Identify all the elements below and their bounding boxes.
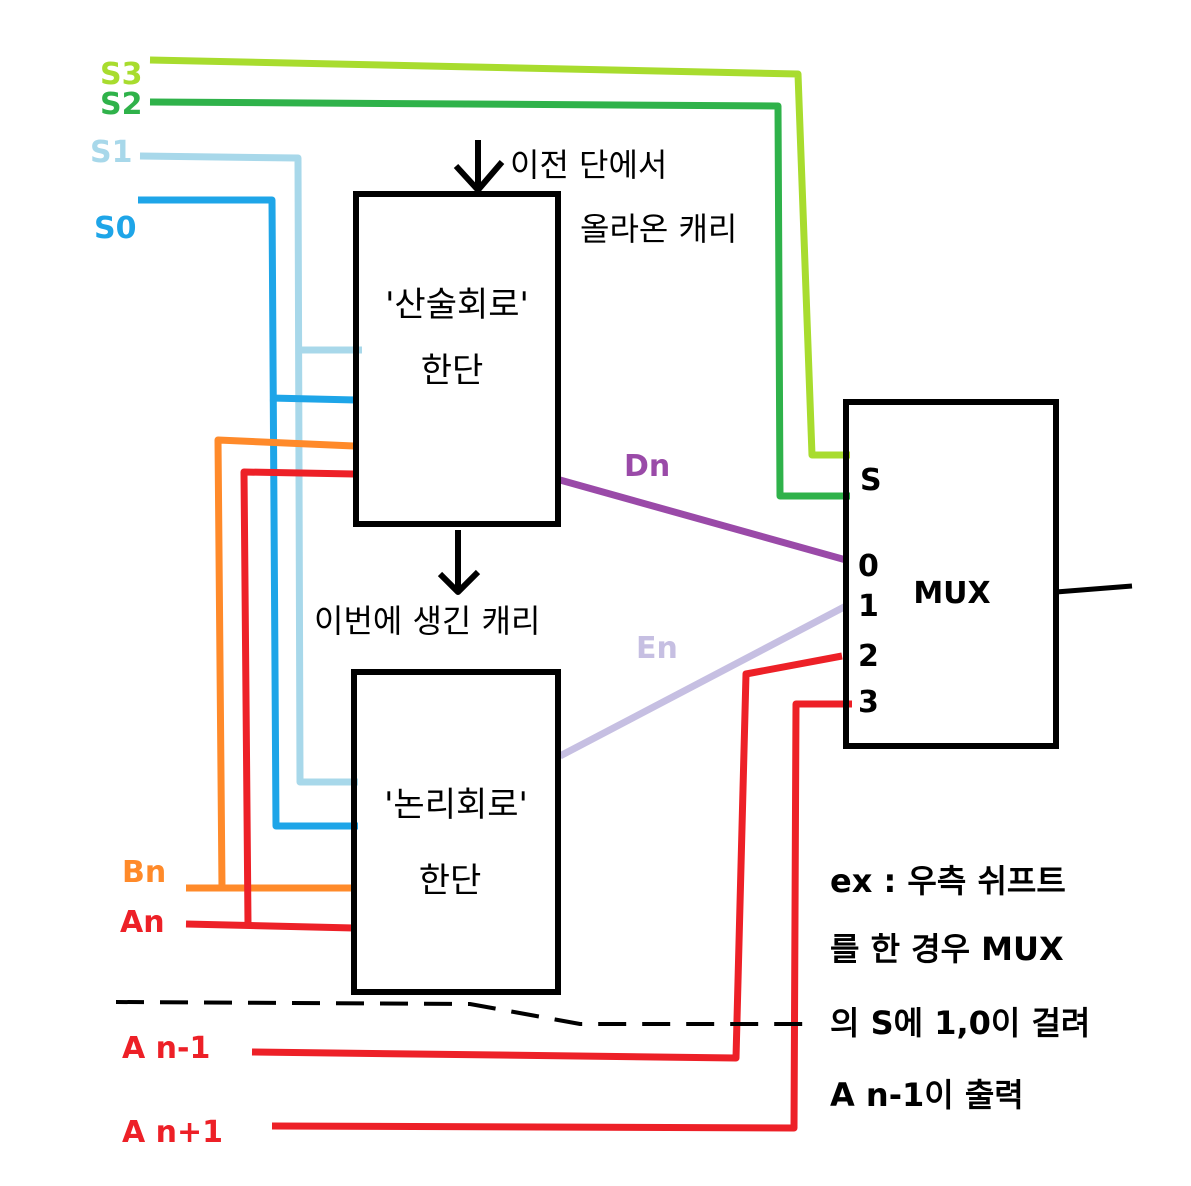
- an-plus1-label: A n+1: [122, 1115, 223, 1150]
- an-wire: [185, 920, 355, 932]
- an-minus1-label: A n-1: [122, 1031, 210, 1066]
- dn-wire: [559, 476, 847, 564]
- logic-block-label-1: '논리회로': [384, 785, 528, 825]
- mux-input-0-label: 0: [858, 549, 879, 584]
- s3-label: S3: [100, 57, 142, 92]
- s0-label: S0: [94, 211, 136, 246]
- arithmetic-circuit-block: [353, 191, 561, 527]
- logic-block-label-2: 한단: [419, 861, 482, 901]
- carry-in-note-2: 올라온 캐리: [580, 210, 737, 248]
- an-minus1-wire: [251, 652, 843, 1062]
- mux-block: [843, 399, 1059, 749]
- en-label: En: [636, 631, 678, 666]
- s1-label: S1: [90, 135, 132, 170]
- carry-out-arrow-icon: [437, 530, 481, 595]
- en-wire: [558, 602, 848, 760]
- s2-label: S2: [100, 87, 142, 122]
- carry-in-note-1: 이전 단에서: [510, 146, 667, 184]
- mux-output-wire: [1055, 583, 1133, 595]
- logic-circuit-block: [351, 669, 561, 995]
- arith-block-label-1: '산술회로': [385, 285, 529, 325]
- an-plus1-wire: [271, 700, 852, 1132]
- example-note-3: 의 S에 1,0이 걸려: [830, 1004, 1090, 1042]
- an-label: An: [120, 905, 165, 940]
- s0-wire: [138, 196, 358, 830]
- example-note-4: A n-1이 출력: [830, 1076, 1024, 1114]
- mux-select-label: S: [860, 463, 882, 498]
- dn-label: Dn: [624, 449, 670, 484]
- bn-branch-wire: [214, 436, 355, 889]
- example-note-1: ex : 우측 쉬프트: [830, 862, 1066, 900]
- mux-title: MUX: [913, 576, 990, 611]
- mux-input-3-label: 3: [858, 685, 879, 720]
- mux-input-1-label: 1: [858, 589, 879, 624]
- dashed-separator: [115, 1000, 810, 1026]
- mux-input-2-label: 2: [858, 639, 879, 674]
- arith-block-label-2: 한단: [421, 351, 484, 391]
- s2-wire: [149, 98, 850, 500]
- an-branch-wire: [240, 468, 355, 925]
- example-note-2: 를 한 경우 MUX: [830, 930, 1064, 968]
- s0-branch-wire: [269, 394, 357, 404]
- carry-out-note: 이번에 생긴 캐리: [314, 602, 540, 640]
- s3-wire: [149, 56, 850, 459]
- bn-label: Bn: [122, 855, 166, 890]
- carry-in-arrow-icon: [453, 140, 505, 193]
